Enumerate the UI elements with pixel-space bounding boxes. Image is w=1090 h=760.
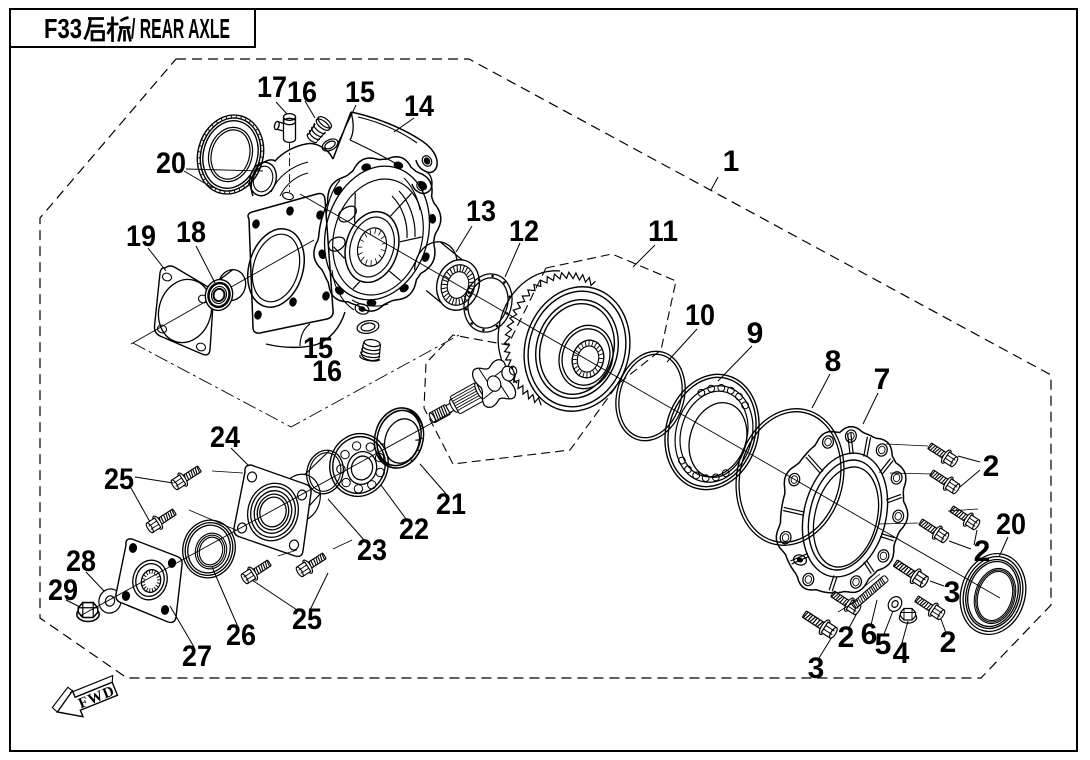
svg-text:16: 16 [287, 76, 317, 109]
svg-text:2: 2 [974, 535, 991, 568]
svg-text:3: 3 [808, 652, 825, 685]
svg-text:14: 14 [404, 90, 434, 123]
svg-text:25: 25 [104, 463, 134, 496]
svg-text:9: 9 [747, 317, 764, 350]
svg-text:22: 22 [399, 513, 429, 546]
svg-text:25: 25 [292, 603, 322, 636]
svg-text:15: 15 [345, 76, 375, 109]
svg-text:20: 20 [156, 147, 186, 180]
svg-text:29: 29 [48, 574, 78, 607]
svg-text:26: 26 [226, 619, 256, 652]
svg-text:13: 13 [466, 195, 496, 228]
svg-text:12: 12 [509, 215, 539, 248]
svg-text:27: 27 [182, 640, 212, 673]
svg-text:17: 17 [257, 71, 287, 104]
svg-text:21: 21 [436, 488, 466, 521]
svg-text:4: 4 [893, 637, 910, 670]
svg-text:7: 7 [874, 363, 891, 396]
svg-text:2: 2 [838, 621, 855, 654]
svg-text:18: 18 [176, 216, 206, 249]
svg-text:1: 1 [723, 145, 740, 178]
svg-text:20: 20 [996, 508, 1026, 541]
svg-text:F33: F33 [44, 13, 82, 44]
svg-text:2: 2 [983, 450, 1000, 483]
svg-text:5: 5 [875, 628, 892, 661]
svg-text:15: 15 [303, 332, 333, 365]
svg-text:11: 11 [648, 215, 678, 248]
svg-text:6: 6 [861, 618, 878, 651]
svg-text:23: 23 [357, 534, 387, 567]
svg-text:28: 28 [66, 545, 96, 578]
svg-text:16: 16 [312, 355, 342, 388]
svg-text:10: 10 [685, 299, 715, 332]
svg-text:8: 8 [825, 345, 842, 378]
svg-text:/ REAR AXLE: / REAR AXLE [131, 13, 230, 44]
svg-text:24: 24 [210, 421, 240, 454]
svg-text:19: 19 [126, 220, 156, 253]
svg-text:3: 3 [944, 576, 961, 609]
svg-text:2: 2 [940, 626, 957, 659]
